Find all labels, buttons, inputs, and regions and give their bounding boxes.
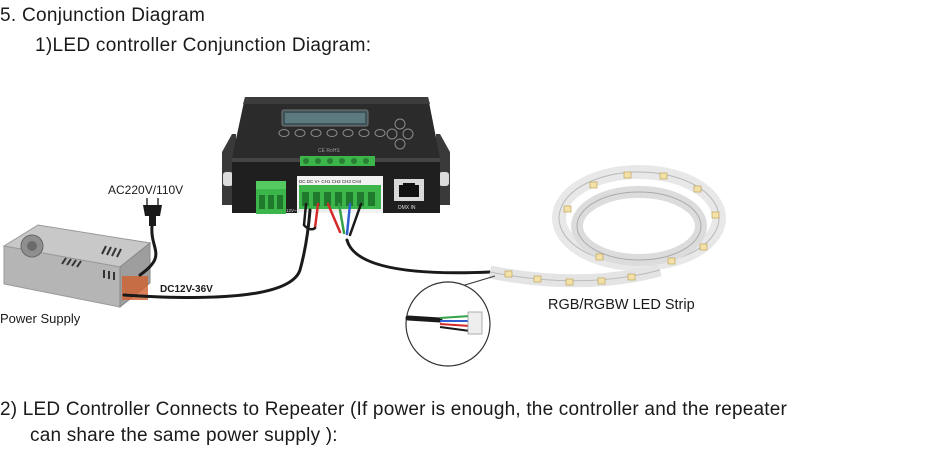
- ac-plug-icon: [143, 198, 162, 226]
- section-title: 5. Conjunction Diagram: [0, 5, 206, 26]
- vent-slots: [61, 245, 122, 280]
- diagram-subtitle: 1)LED controller Conjunction Diagram:: [35, 35, 372, 56]
- dc-output-label: DC12V-36V: [160, 284, 213, 295]
- ac-terminal-block: [256, 181, 286, 214]
- connector-zoom-callout: [405, 275, 496, 367]
- control-buttons: [278, 118, 414, 150]
- wiring: [122, 202, 492, 299]
- dmx-port: DMX IN: [394, 179, 424, 211]
- led-strip-reel: [488, 165, 726, 288]
- ac-input-label: AC220V/110V: [108, 183, 184, 197]
- cooling-fan: [20, 234, 44, 258]
- dmx-port-label: DMX IN: [398, 205, 416, 211]
- power-supply-label: Power Supply: [0, 311, 81, 326]
- led-strip-label: RGB/RGBW LED Strip: [548, 297, 695, 313]
- terminal-header-label: DC DC V+ CH1 CH2 CH3 CH4: [299, 179, 362, 184]
- repeater-note-line-1: 2) LED Controller Connects to Repeater (…: [0, 399, 788, 420]
- power-supply-unit: [2, 224, 152, 309]
- led-controller: CE RoHS DC DC V+ CH1 CH2 CH3 CH4: [222, 97, 450, 214]
- certification-marks: CE RoHS: [318, 148, 340, 154]
- output-terminal-block: DC DC V+ CH1 CH2 CH3 CH4 12V~36V DC OUTP…: [286, 176, 383, 213]
- repeater-note-line-2: can share the same power supply ):: [30, 425, 338, 446]
